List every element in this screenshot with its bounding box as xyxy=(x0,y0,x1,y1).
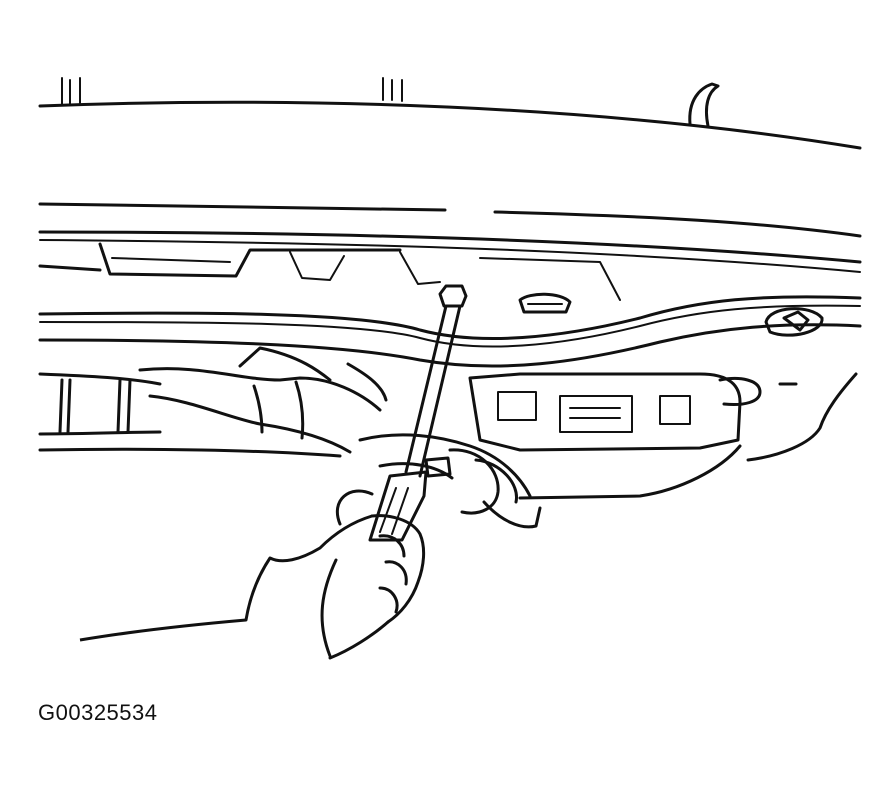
fuel-module-bracket xyxy=(468,372,858,500)
lower-body-edge xyxy=(38,447,342,458)
floor-pan xyxy=(38,77,862,150)
screwdriver xyxy=(368,284,468,542)
exhaust-pipe xyxy=(38,346,388,454)
body-rails xyxy=(38,202,862,273)
crossmember xyxy=(98,242,621,314)
mount-bolt xyxy=(764,307,824,337)
line-bundle xyxy=(38,295,862,368)
hand xyxy=(79,489,426,660)
figure-code: G00325534 xyxy=(38,700,158,725)
